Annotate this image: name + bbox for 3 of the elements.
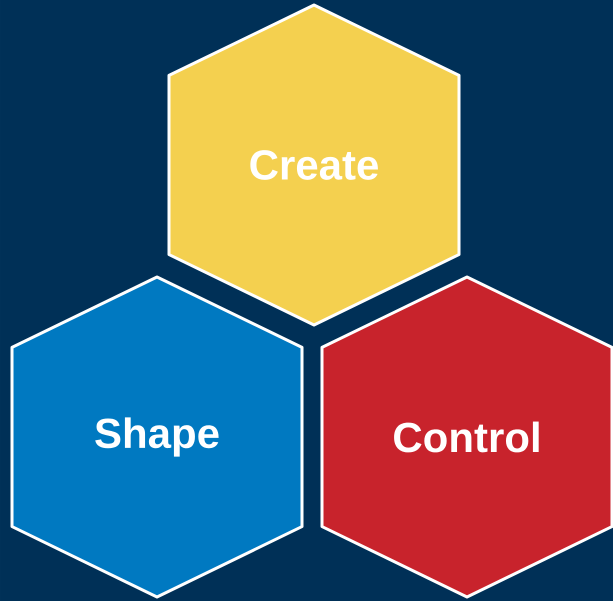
hexagon: Shape (10, 275, 304, 598)
hexagon: Create (168, 3, 460, 326)
hexagon: Control (320, 275, 613, 598)
